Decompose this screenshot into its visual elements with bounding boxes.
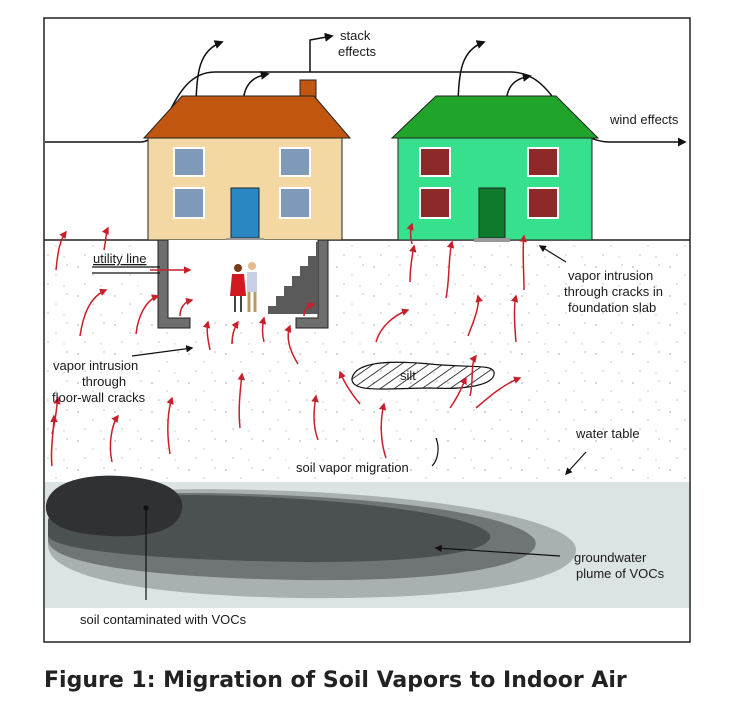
label-silt: silt	[400, 368, 416, 383]
silt-lens	[351, 361, 495, 390]
basement	[157, 239, 329, 329]
contaminated-soil-mass	[45, 475, 183, 537]
label-vapor-floor-3: floor-wall cracks	[52, 390, 146, 405]
utility-line-pipe	[92, 266, 192, 274]
label-contaminated-soil: soil contaminated with VOCs	[80, 612, 247, 627]
door-right	[478, 187, 506, 239]
door-left	[230, 187, 260, 239]
label-stack-1: stack	[340, 28, 371, 43]
soil-zone	[45, 240, 689, 490]
label-vapor-floor-2: through	[82, 374, 126, 389]
groundwater-plume	[45, 475, 576, 599]
label-water-table: water table	[575, 426, 640, 441]
label-stack-2: effects	[338, 44, 377, 59]
label-soil-vapor-migration: soil vapor migration	[296, 460, 409, 475]
people-figures	[230, 262, 257, 312]
soil-vapor-diagram: stack effects wind effects utility line …	[43, 17, 691, 643]
house-left	[142, 79, 352, 242]
label-vapor-slab-3: foundation slab	[568, 300, 656, 315]
label-utility-line: utility line	[93, 251, 146, 266]
vapor-arrows	[50, 222, 527, 467]
label-vapor-floor-1: vapor intrusion	[53, 358, 138, 373]
label-plume-1: groundwater	[574, 550, 647, 565]
label-plume-2: plume of VOCs	[576, 566, 665, 581]
figure-caption: Figure 1: Migration of Soil Vapors to In…	[44, 668, 627, 693]
house-right	[390, 95, 600, 242]
label-vapor-slab-1: vapor intrusion	[568, 268, 653, 283]
pointer-lines	[131, 245, 587, 600]
label-wind-effects: wind effects	[609, 112, 679, 127]
label-vapor-slab-2: through cracks in	[564, 284, 663, 299]
